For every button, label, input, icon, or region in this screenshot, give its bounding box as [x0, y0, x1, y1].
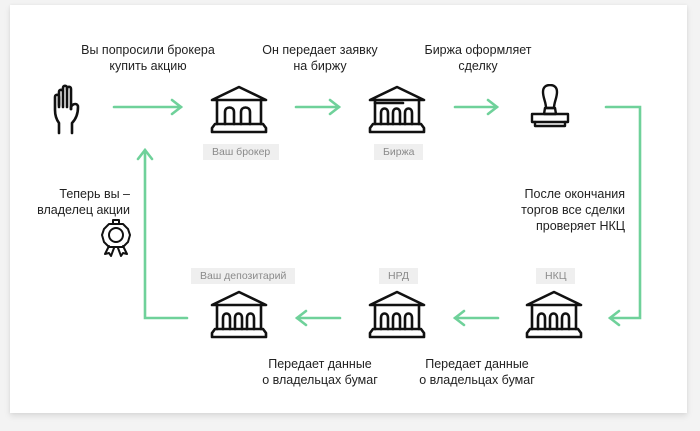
caption-owner: Теперь вы – владелец акции [20, 186, 130, 218]
stamp-icon [528, 84, 572, 134]
caption-line: о владельцах бумаг [419, 373, 535, 387]
caption-line: купить акцию [109, 59, 187, 73]
caption-line: проверяет НКЦ [536, 219, 625, 233]
caption-broker: Он передает заявку на биржу [255, 42, 385, 74]
bank-building-icon-nsd [367, 289, 427, 341]
caption-exchange: Биржа оформляет сделку [418, 42, 538, 74]
bank-building-icon-depository [209, 289, 269, 341]
caption-line: После окончания [524, 187, 625, 201]
caption-line: сделку [458, 59, 498, 73]
tag-exchange: Биржа [374, 144, 424, 160]
tag-broker: Ваш брокер [203, 144, 280, 160]
bank-building-icon-broker [209, 84, 269, 136]
caption-line: торгов все сделки [521, 203, 625, 217]
caption-line: Вы попросили брокера [81, 43, 215, 57]
tag-depository: Ваш депозитарий [191, 268, 296, 284]
caption-depository: Передает данные о владельцах бумаг [255, 356, 385, 388]
tag-nsd: НРД [379, 268, 418, 284]
caption-line: на биржу [293, 59, 347, 73]
caption-line: Он передает заявку [262, 43, 378, 57]
tag-clearing: НКЦ [536, 268, 576, 284]
caption-nsd: Передает данные о владельцах бумаг [412, 356, 542, 388]
caption-line: о владельцах бумаг [262, 373, 378, 387]
award-badge-icon [100, 219, 134, 257]
caption-line: Передает данные [425, 357, 529, 371]
raised-hand-icon [53, 83, 87, 137]
caption-line: Передает данные [268, 357, 372, 371]
bank-building-icon-clearing [524, 289, 584, 341]
caption-line: Биржа оформляет [424, 43, 532, 57]
bank-building-icon-exchange [367, 84, 427, 136]
caption-line: Теперь вы – [59, 187, 130, 201]
caption-request: Вы попросили брокера купить акцию [73, 42, 223, 74]
diagram-card [10, 5, 687, 413]
caption-line: владелец акции [37, 203, 130, 217]
caption-clearing: После окончания торгов все сделки провер… [500, 186, 625, 234]
